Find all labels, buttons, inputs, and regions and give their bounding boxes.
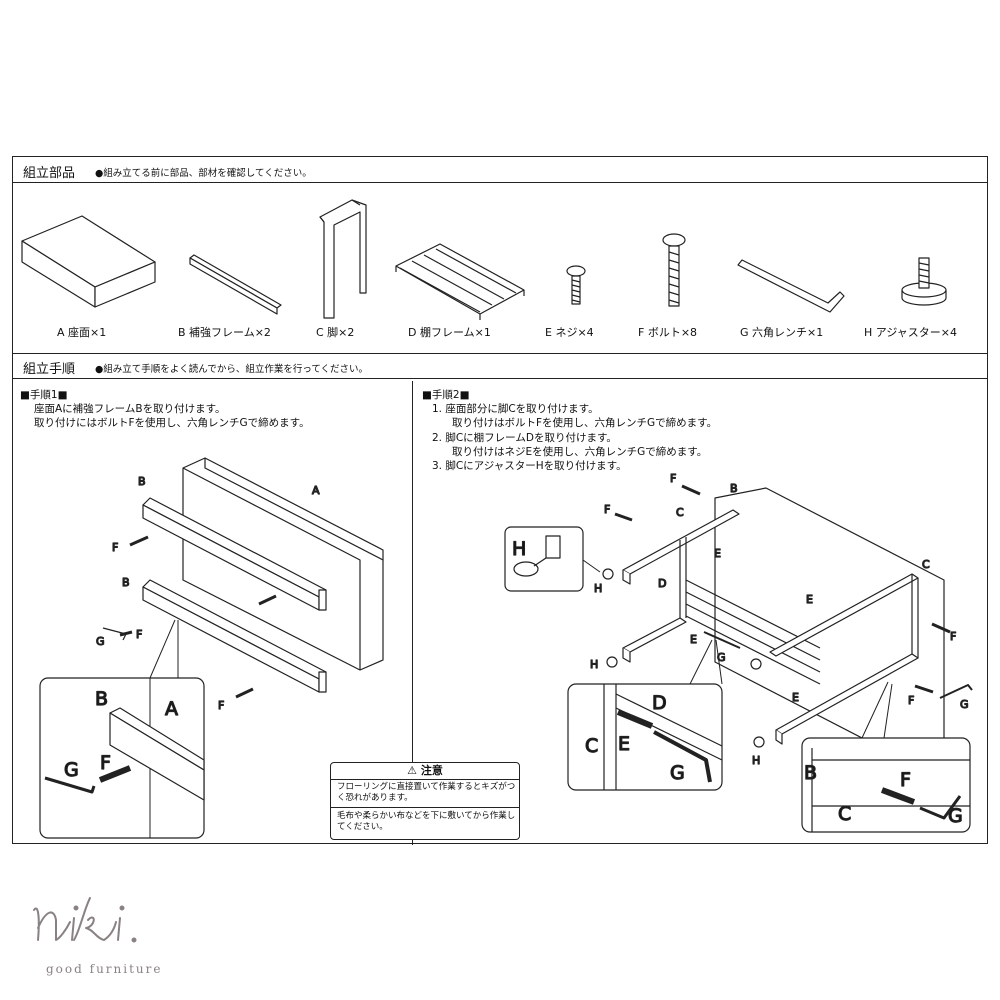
step1-frame-upper — [142, 497, 327, 611]
niki-logo-mark — [33, 897, 137, 943]
label-a: A — [312, 484, 320, 497]
step1-title: ■手順1■ — [20, 389, 68, 401]
part-label-e: E ネジ×4 — [545, 326, 594, 339]
label-h: H — [594, 582, 602, 595]
part-label-a: A 座面×1 — [57, 326, 107, 339]
label-g: G — [670, 762, 685, 784]
label-c: C — [676, 506, 684, 519]
label-b: B — [804, 762, 817, 784]
step2-line: 取り付けはボルトFを使用し、六角レンチGで締めます。 — [452, 417, 718, 429]
label-c: C — [838, 803, 851, 825]
step1-bolts — [102, 535, 277, 699]
label-d: D — [652, 692, 667, 714]
steps-note: ●組み立て手順をよく読んでから、組立作業を行ってください。 — [95, 364, 369, 375]
label-c: C — [585, 735, 598, 757]
step2-adjuster-detail — [504, 526, 601, 592]
caution-text: フローリングに直接置いて作業するとキズがつく恐れがあります。 — [337, 782, 516, 803]
divider — [13, 353, 987, 354]
step2-shelf — [685, 579, 821, 685]
shelf-frame-icon — [395, 243, 525, 320]
reinforcement-frame-icon — [189, 254, 282, 315]
part-label-b: B 補強フレーム×2 — [178, 326, 271, 339]
step1-detail-callout — [39, 619, 205, 839]
label-f: F — [100, 752, 111, 774]
step2-title: ■手順2■ — [422, 389, 470, 401]
step2-screw-detail — [567, 639, 723, 791]
step2-line: 1. 座面部分に脚Cを取り付けます。 — [432, 403, 599, 415]
label-a: A — [165, 698, 178, 720]
label-f: F — [112, 541, 118, 554]
hex-wrench-icon — [737, 259, 845, 313]
label-f: F — [670, 472, 676, 485]
adjuster-icon — [901, 257, 947, 306]
label-g: G — [64, 759, 79, 781]
caution-box: ⚠ 注意 フローリングに直接置いて作業するとキズがつく恐れがあります。 毛布や柔… — [330, 762, 520, 840]
caution-header: ⚠ 注意 — [331, 763, 519, 780]
label-b: B — [730, 482, 738, 495]
parts-note: ●組み立てる前に部品、部材を確認してください。 — [95, 168, 312, 179]
brand-tagline: good furniture — [46, 962, 163, 976]
step2-fasteners — [602, 484, 973, 748]
step1-frame-lower — [142, 579, 327, 693]
step2-line: 3. 脚CにアジャスターHを取り付けます。 — [432, 460, 627, 472]
label-d: D — [658, 577, 666, 590]
leg-icon — [319, 199, 367, 319]
step2-leg-left — [622, 509, 740, 663]
label-g: G — [948, 805, 963, 827]
steps-title: 組立手順 — [23, 362, 76, 377]
label-f: F — [900, 769, 911, 791]
label-f: F — [218, 699, 224, 712]
part-label-d: D 棚フレーム×1 — [408, 326, 491, 339]
label-e: E — [792, 691, 799, 704]
label-g: G — [96, 635, 105, 648]
part-label-h: H アジャスター×4 — [864, 326, 957, 339]
label-e: E — [690, 633, 697, 646]
label-g: G — [717, 651, 726, 664]
label-b: B — [138, 475, 146, 488]
step2-leg-right — [769, 573, 919, 745]
part-label-c: C 脚×2 — [316, 326, 355, 339]
step2-bolt-detail — [801, 681, 971, 833]
warning-icon: ⚠ — [407, 764, 418, 777]
label-f: F — [950, 630, 956, 643]
caution-divider — [331, 807, 519, 808]
label-e: E — [806, 593, 813, 606]
label-h: H — [590, 658, 598, 671]
label-e: E — [714, 547, 721, 560]
step1-line: 座面Aに補強フレームBを取り付けます。 — [34, 403, 226, 415]
step2-line: 取り付けはネジEを使用し、六角レンチGで締めます。 — [452, 446, 708, 458]
label-g: G — [960, 698, 969, 711]
step1-line: 取り付けにはボルトFを使用し、六角レンチGで締めます。 — [34, 417, 310, 429]
parts-title: 組立部品 — [23, 166, 76, 181]
steps-header: 組立手順 ●組み立て手順をよく読んでから、組立作業を行ってください。 — [13, 353, 987, 379]
instruction-sheet: 組立部品 ●組み立てる前に部品、部材を確認してください。 組立手順 ●組み立て手… — [12, 156, 988, 845]
part-label-g: G 六角レンチ×1 — [740, 326, 824, 339]
label-b: B — [95, 688, 108, 710]
label-b: B — [122, 576, 130, 589]
label-c: C — [922, 558, 930, 571]
screw-icon — [566, 265, 586, 305]
label-h: H — [752, 754, 760, 767]
step1-seat-drawing — [182, 457, 384, 671]
part-label-f: F ボルト×8 — [638, 326, 698, 339]
label-h: H — [512, 538, 526, 560]
bolt-icon — [662, 233, 686, 307]
label-f: F — [908, 694, 914, 707]
caution-title: 注意 — [420, 764, 443, 777]
label-f: F — [136, 628, 142, 641]
step-divider — [412, 381, 413, 845]
label-e: E — [618, 733, 630, 755]
label-f: F — [604, 503, 610, 516]
step2-line: 2. 脚Cに棚フレームDを取り付けます。 — [432, 432, 617, 444]
parts-header: 組立部品 ●組み立てる前に部品、部材を確認してください。 — [13, 157, 987, 183]
seat-board-icon — [21, 215, 156, 308]
caution-text: 毛布や柔らかい布などを下に敷いてから作業してください。 — [337, 811, 516, 832]
